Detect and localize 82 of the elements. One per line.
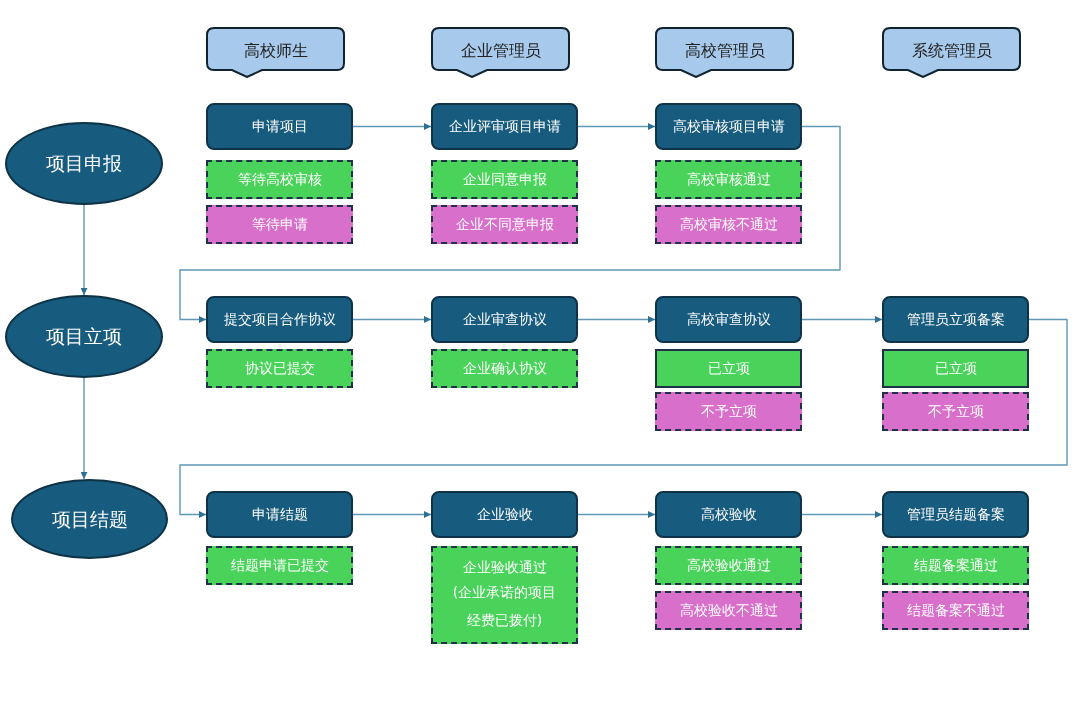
status-box <box>655 591 802 630</box>
arrow <box>352 123 432 130</box>
node-text: 系统管理员 <box>911 40 992 62</box>
status-box <box>882 392 1029 431</box>
node-text: 企业不同意申报 <box>455 215 554 235</box>
arrow <box>577 511 656 518</box>
status-box <box>431 349 578 388</box>
status-box <box>882 591 1029 630</box>
node-text: 提交项目合作协议 <box>223 310 336 330</box>
node-text: 高校管理员 <box>684 40 765 62</box>
status-box <box>655 160 802 199</box>
node-text: 管理员立项备案 <box>906 310 1005 330</box>
arrow <box>179 125 841 323</box>
node-text: 结题申请已提交 <box>230 556 329 576</box>
node-text: 企业确认协议 <box>462 359 547 379</box>
arrow <box>801 511 883 518</box>
node-text: 高校验收不通过 <box>679 601 778 621</box>
node-text: 已立项 <box>934 359 977 379</box>
node-text: 协议已提交 <box>244 359 315 379</box>
status-box <box>206 205 353 244</box>
status-box <box>655 392 802 431</box>
node-text: 结题备案通过 <box>913 556 998 576</box>
node-text: 项目结题 <box>51 506 128 532</box>
process-box <box>206 491 353 538</box>
process-box <box>431 296 578 343</box>
node-text: 管理员结题备案 <box>906 505 1005 525</box>
node-text: 等待高校审核 <box>237 170 322 190</box>
node-text: 不予立项 <box>927 402 984 422</box>
role-callout <box>206 27 345 78</box>
node-text: 企业同意申报 <box>462 170 547 190</box>
node-text: 已立项 <box>707 359 750 379</box>
status-box <box>431 205 578 244</box>
node-text: 结题备案不通过 <box>906 601 1005 621</box>
status-box <box>431 546 578 644</box>
arrow <box>179 318 1068 518</box>
status-box <box>655 546 802 585</box>
arrow <box>801 316 883 323</box>
status-box <box>655 349 802 388</box>
arrow <box>352 511 432 518</box>
node-text: 企业评审项目申请 <box>448 117 561 137</box>
node-text: 高校审查协议 <box>686 310 771 330</box>
process-box <box>431 491 578 538</box>
process-box <box>655 103 802 150</box>
node-text: 高校验收 <box>700 505 757 525</box>
role-callout <box>655 27 794 78</box>
status-box <box>206 160 353 199</box>
status-box <box>655 205 802 244</box>
role-callout <box>882 27 1021 78</box>
node-text: 高校审核通过 <box>686 170 771 190</box>
node-text: (企业承诺的项目经费已拨付) <box>451 583 558 631</box>
process-box <box>882 296 1029 343</box>
node-text: 企业审查协议 <box>462 310 547 330</box>
node-text: 项目立项 <box>46 324 122 350</box>
node-text: 高校审核不通过 <box>679 215 778 235</box>
process-box <box>882 491 1029 538</box>
status-box <box>206 546 353 585</box>
status-box <box>882 546 1029 585</box>
node-text: 高校师生 <box>243 40 308 62</box>
node-text: 不予立项 <box>700 402 757 422</box>
process-box <box>206 296 353 343</box>
node-text: 申请结题 <box>251 505 308 525</box>
arrow <box>80 377 88 480</box>
status-box <box>431 160 578 199</box>
node-text: 高校审核项目申请 <box>672 117 785 137</box>
process-box <box>655 296 802 343</box>
process-box <box>431 103 578 150</box>
node-text: 企业管理员 <box>460 40 541 62</box>
node-text: 高校验收通过 <box>686 556 771 576</box>
node-text: 项目申报 <box>46 151 122 177</box>
node-text: 企业验收通过 <box>462 557 547 577</box>
arrow <box>577 316 656 323</box>
node-text: 企业验收 <box>476 505 533 525</box>
arrow <box>577 123 656 130</box>
role-callout <box>431 27 570 78</box>
node-text: 等待申请 <box>251 215 308 235</box>
status-box <box>882 349 1029 388</box>
status-box <box>206 349 353 388</box>
process-box <box>206 103 353 150</box>
node-text: 申请项目 <box>251 117 308 137</box>
process-box <box>655 491 802 538</box>
arrow <box>80 204 88 296</box>
arrow <box>352 316 432 323</box>
